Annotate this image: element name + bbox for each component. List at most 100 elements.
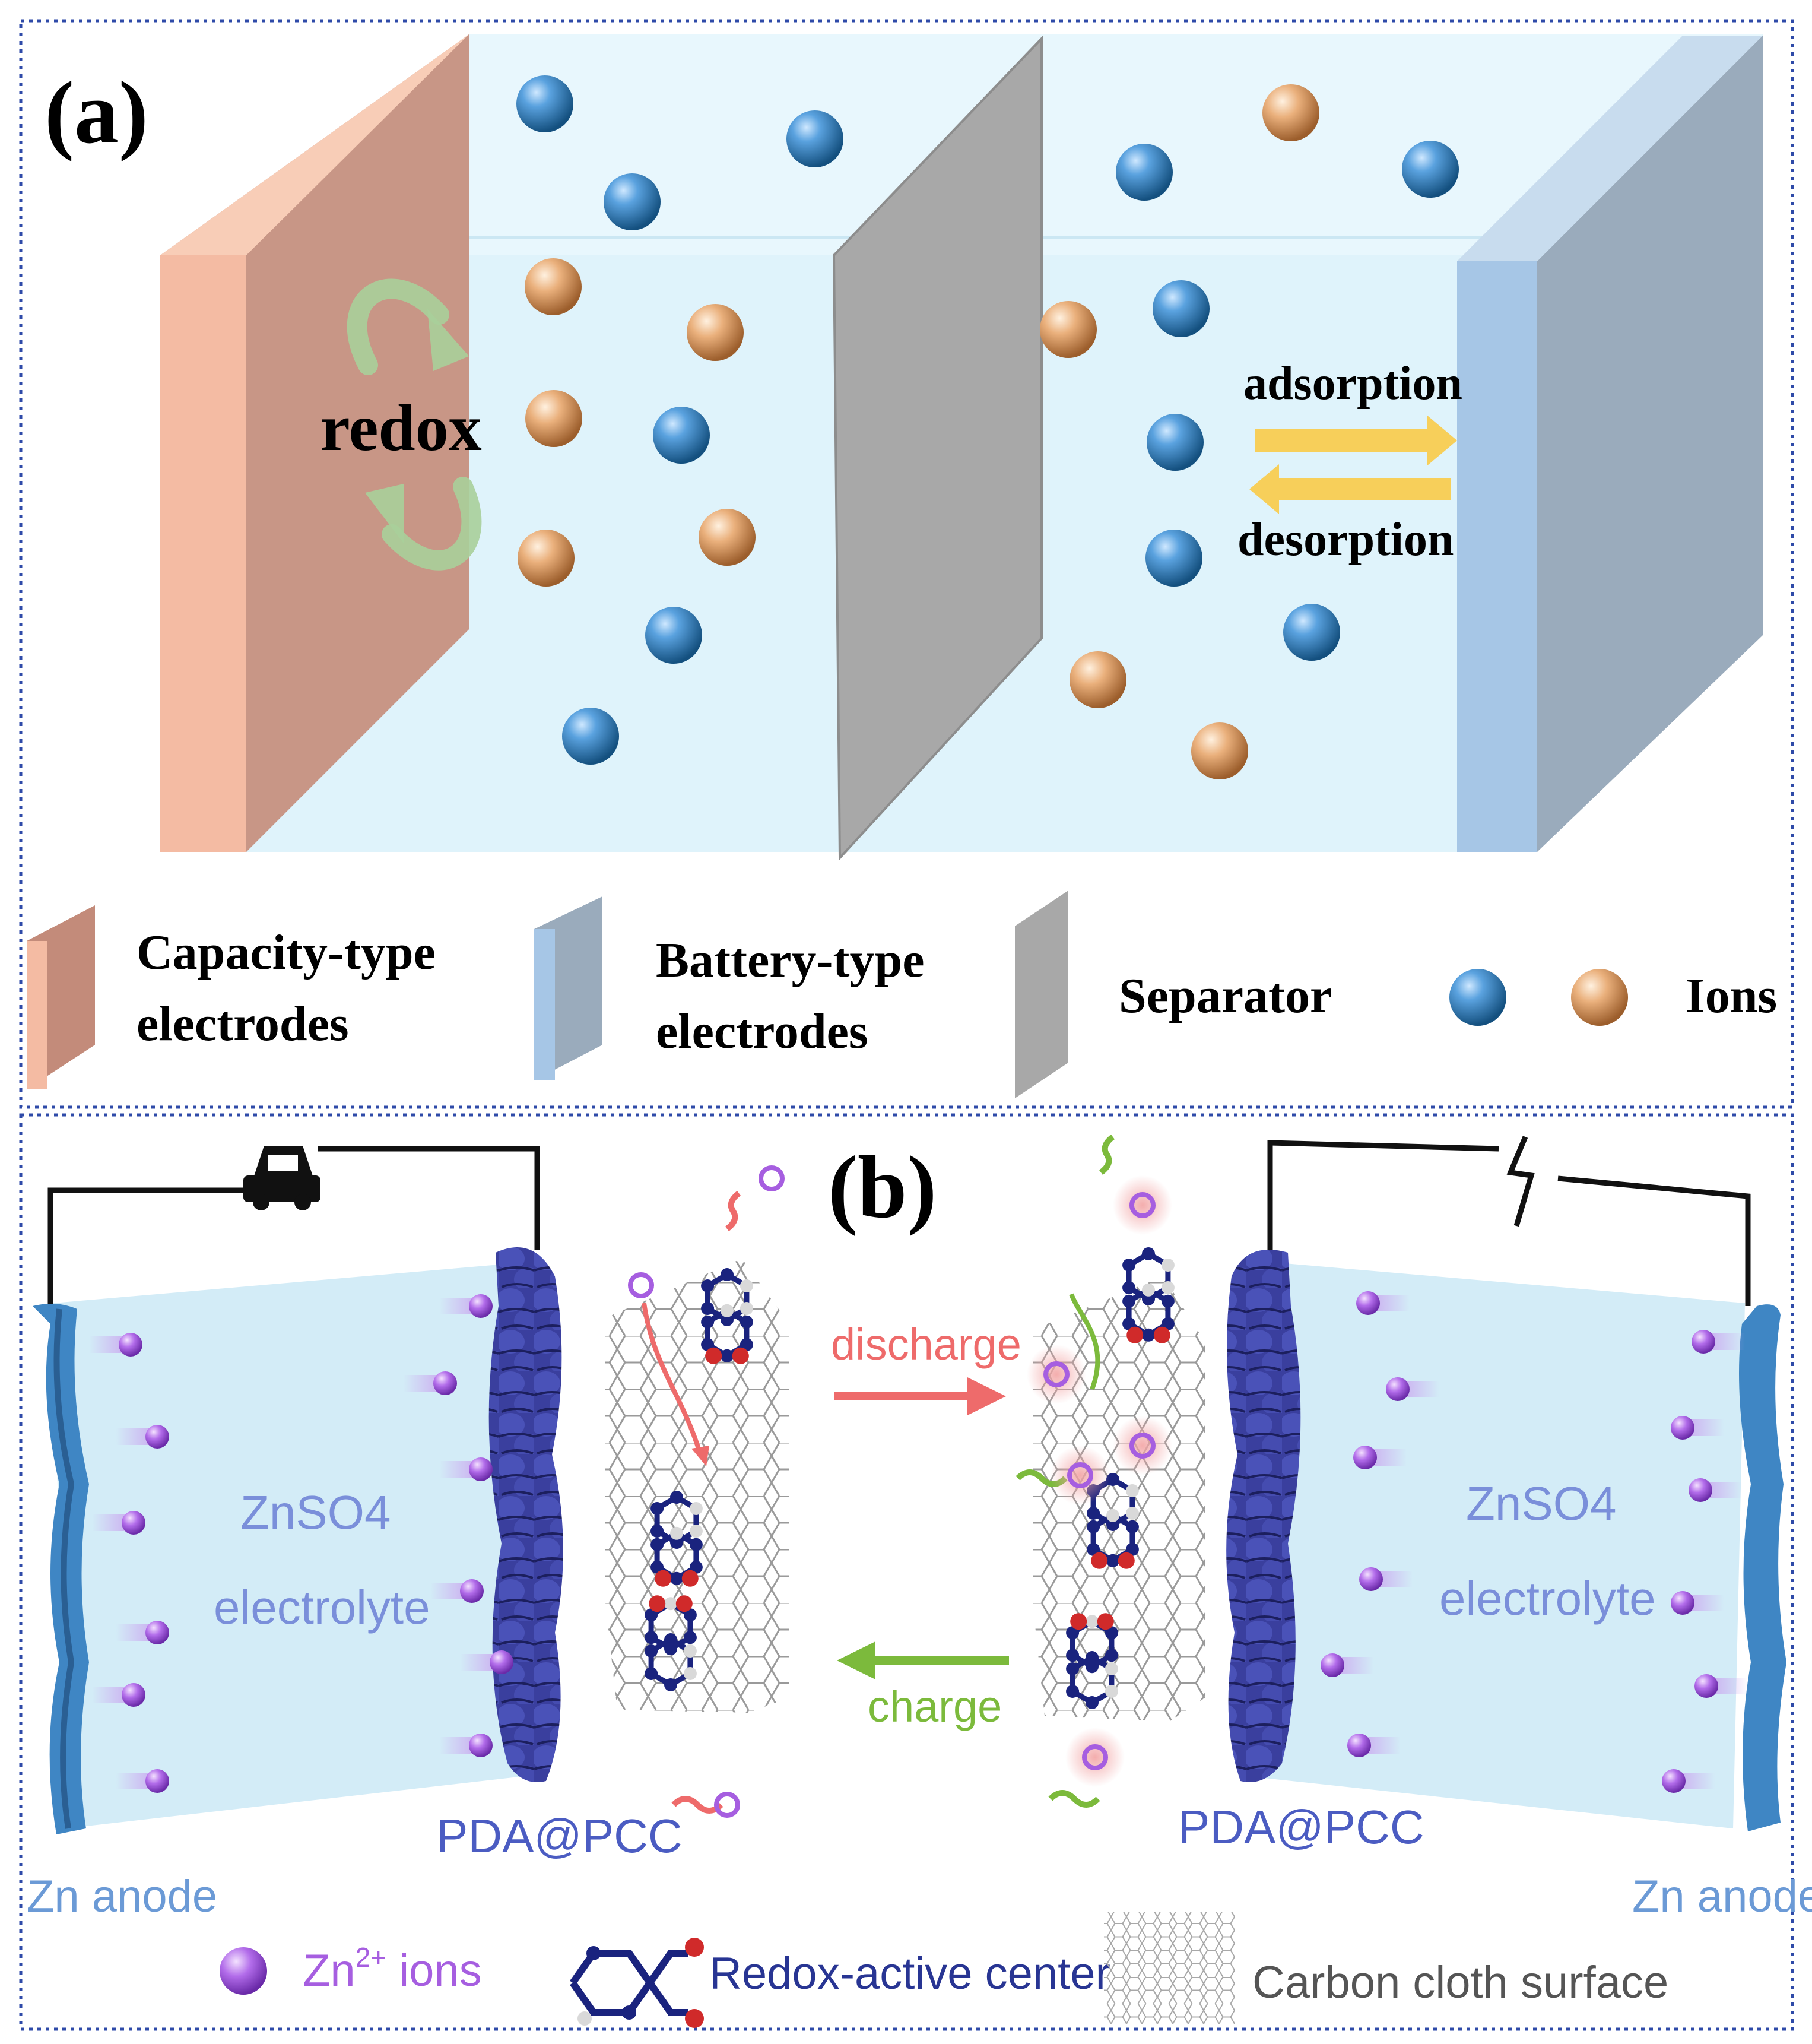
zn-ion [1662, 1769, 1686, 1793]
redox-cycle-arrows [347, 278, 482, 571]
legend-separator-label: Separator [1119, 968, 1332, 1023]
left-graphene-sheet [605, 1259, 789, 1713]
zn-ion [1356, 1291, 1380, 1315]
zn-ion [1359, 1567, 1383, 1591]
legend-ions-label: Ions [1686, 968, 1777, 1023]
ion-blue [653, 407, 710, 464]
legend-battery-line2: electrodes [656, 1004, 868, 1059]
zn-ion [1321, 1653, 1344, 1677]
right-electrolyte [1264, 1262, 1745, 1828]
legend-capacity-line1: Capacity-type [137, 925, 436, 980]
right-pda-pcc-cathode [1226, 1250, 1301, 1782]
ion-blue [645, 607, 702, 664]
charge-arrow [837, 1641, 1009, 1679]
zn-ion [1082, 1744, 1108, 1770]
zn-ion [469, 1734, 493, 1757]
zn-ions-group [89, 1165, 1748, 1818]
discharge-label: discharge [831, 1320, 1021, 1369]
legend-capacity-swatch [27, 905, 95, 1089]
zn-ion [1129, 1433, 1156, 1459]
zn-ion [122, 1683, 145, 1707]
right-zn-anode [1739, 1304, 1786, 1831]
ion-binding-glow [1065, 1728, 1125, 1787]
capacity-type-electrode [160, 34, 469, 852]
zn-ion [469, 1457, 493, 1481]
legend-redox-center-icon [570, 1938, 704, 2028]
redox-active-molecule [1066, 1613, 1118, 1709]
left-cell [33, 1146, 563, 1834]
ion-binding-glow [1113, 1175, 1172, 1235]
zn-ion [1689, 1478, 1712, 1502]
left-electrolyte [53, 1262, 534, 1828]
ion-orange [687, 304, 744, 361]
ion-blue [1147, 414, 1204, 471]
ion-blue [1153, 280, 1210, 337]
redox-centers [645, 1247, 1175, 1709]
desorption-label: desorption [1237, 514, 1454, 566]
zn-ion [759, 1165, 785, 1191]
left-cathode-label: PDA@PCC [436, 1810, 683, 1862]
ion-binding-glow [1027, 1345, 1086, 1404]
ion-blue [786, 110, 843, 167]
panel-a: (a) redox adsorption desorption Capacity… [19, 19, 1794, 1109]
car-icon [243, 1146, 320, 1210]
zn-ion [1347, 1734, 1371, 1757]
redox-active-molecule [701, 1268, 753, 1364]
battery-type-electrode [1457, 36, 1763, 852]
panel-a-label: (a) [45, 64, 148, 162]
adsorption-label: adsorption [1243, 357, 1462, 410]
left-electrolyte-line2: electrolyte [214, 1581, 430, 1634]
legend-ion-blue [1449, 969, 1506, 1026]
legend-redox-center-label: Redox-active center [709, 1948, 1110, 1999]
zn-ion [1067, 1462, 1093, 1488]
panel-b-frame [19, 1113, 1794, 2031]
redox-active-molecule [650, 1491, 703, 1587]
left-zn-anode [33, 1304, 89, 1834]
zn-ion [1129, 1192, 1156, 1218]
ion-blue [1145, 530, 1202, 587]
panel-a-legend: Capacity-type electrodes Battery-type el… [27, 891, 1777, 1098]
legend-zn-ions-label: Zn2+ ions [303, 1942, 482, 1996]
ion-orange [525, 258, 582, 315]
right-anode-label: Zn anode [1632, 1871, 1812, 1922]
ion-blue [562, 708, 619, 765]
redox-label: redox [320, 391, 482, 465]
zn-ion [469, 1294, 493, 1318]
zn-ion [1694, 1674, 1718, 1698]
redox-active-molecule [1122, 1247, 1175, 1343]
legend-battery-line1: Battery-type [656, 933, 924, 988]
right-cathode-label: PDA@PCC [1178, 1801, 1424, 1853]
legend-battery-swatch [534, 896, 602, 1080]
ion-blue [1116, 144, 1173, 201]
separator [832, 36, 1043, 861]
ion-blue [516, 75, 573, 132]
legend-ion-orange [1571, 969, 1628, 1026]
redox-active-molecule [645, 1595, 697, 1691]
legend-capacity-line2: electrodes [137, 996, 349, 1051]
right-electrolyte-line2: electrolyte [1439, 1572, 1656, 1625]
ion-orange [525, 390, 582, 447]
ion-orange [518, 530, 575, 587]
zn-ion [119, 1333, 142, 1357]
zn-ion [145, 1769, 169, 1793]
zn-ion [490, 1650, 513, 1674]
ions-group [516, 75, 1459, 779]
zn-ion [714, 1792, 740, 1818]
zn-ion [1353, 1446, 1377, 1469]
right-cell [1226, 1136, 1786, 1831]
zn-ion [1671, 1416, 1694, 1440]
ion-orange [1262, 84, 1319, 141]
zn-ion [1692, 1330, 1715, 1354]
ion-blue [1402, 141, 1459, 198]
panel-b: discharge charge (b) ZnSO4 electrolyte Z… [19, 1113, 1812, 2031]
left-electrolyte-line1: ZnSO4 [240, 1486, 391, 1539]
adsorption-desorption-arrows [1249, 416, 1457, 514]
legend-separator-swatch [1015, 891, 1068, 1098]
zn-ion [1386, 1377, 1410, 1401]
zn-ion [460, 1579, 484, 1603]
ion-orange [1040, 301, 1097, 358]
zn-ion [628, 1272, 654, 1298]
right-graphene-sheet [1033, 1276, 1205, 1722]
